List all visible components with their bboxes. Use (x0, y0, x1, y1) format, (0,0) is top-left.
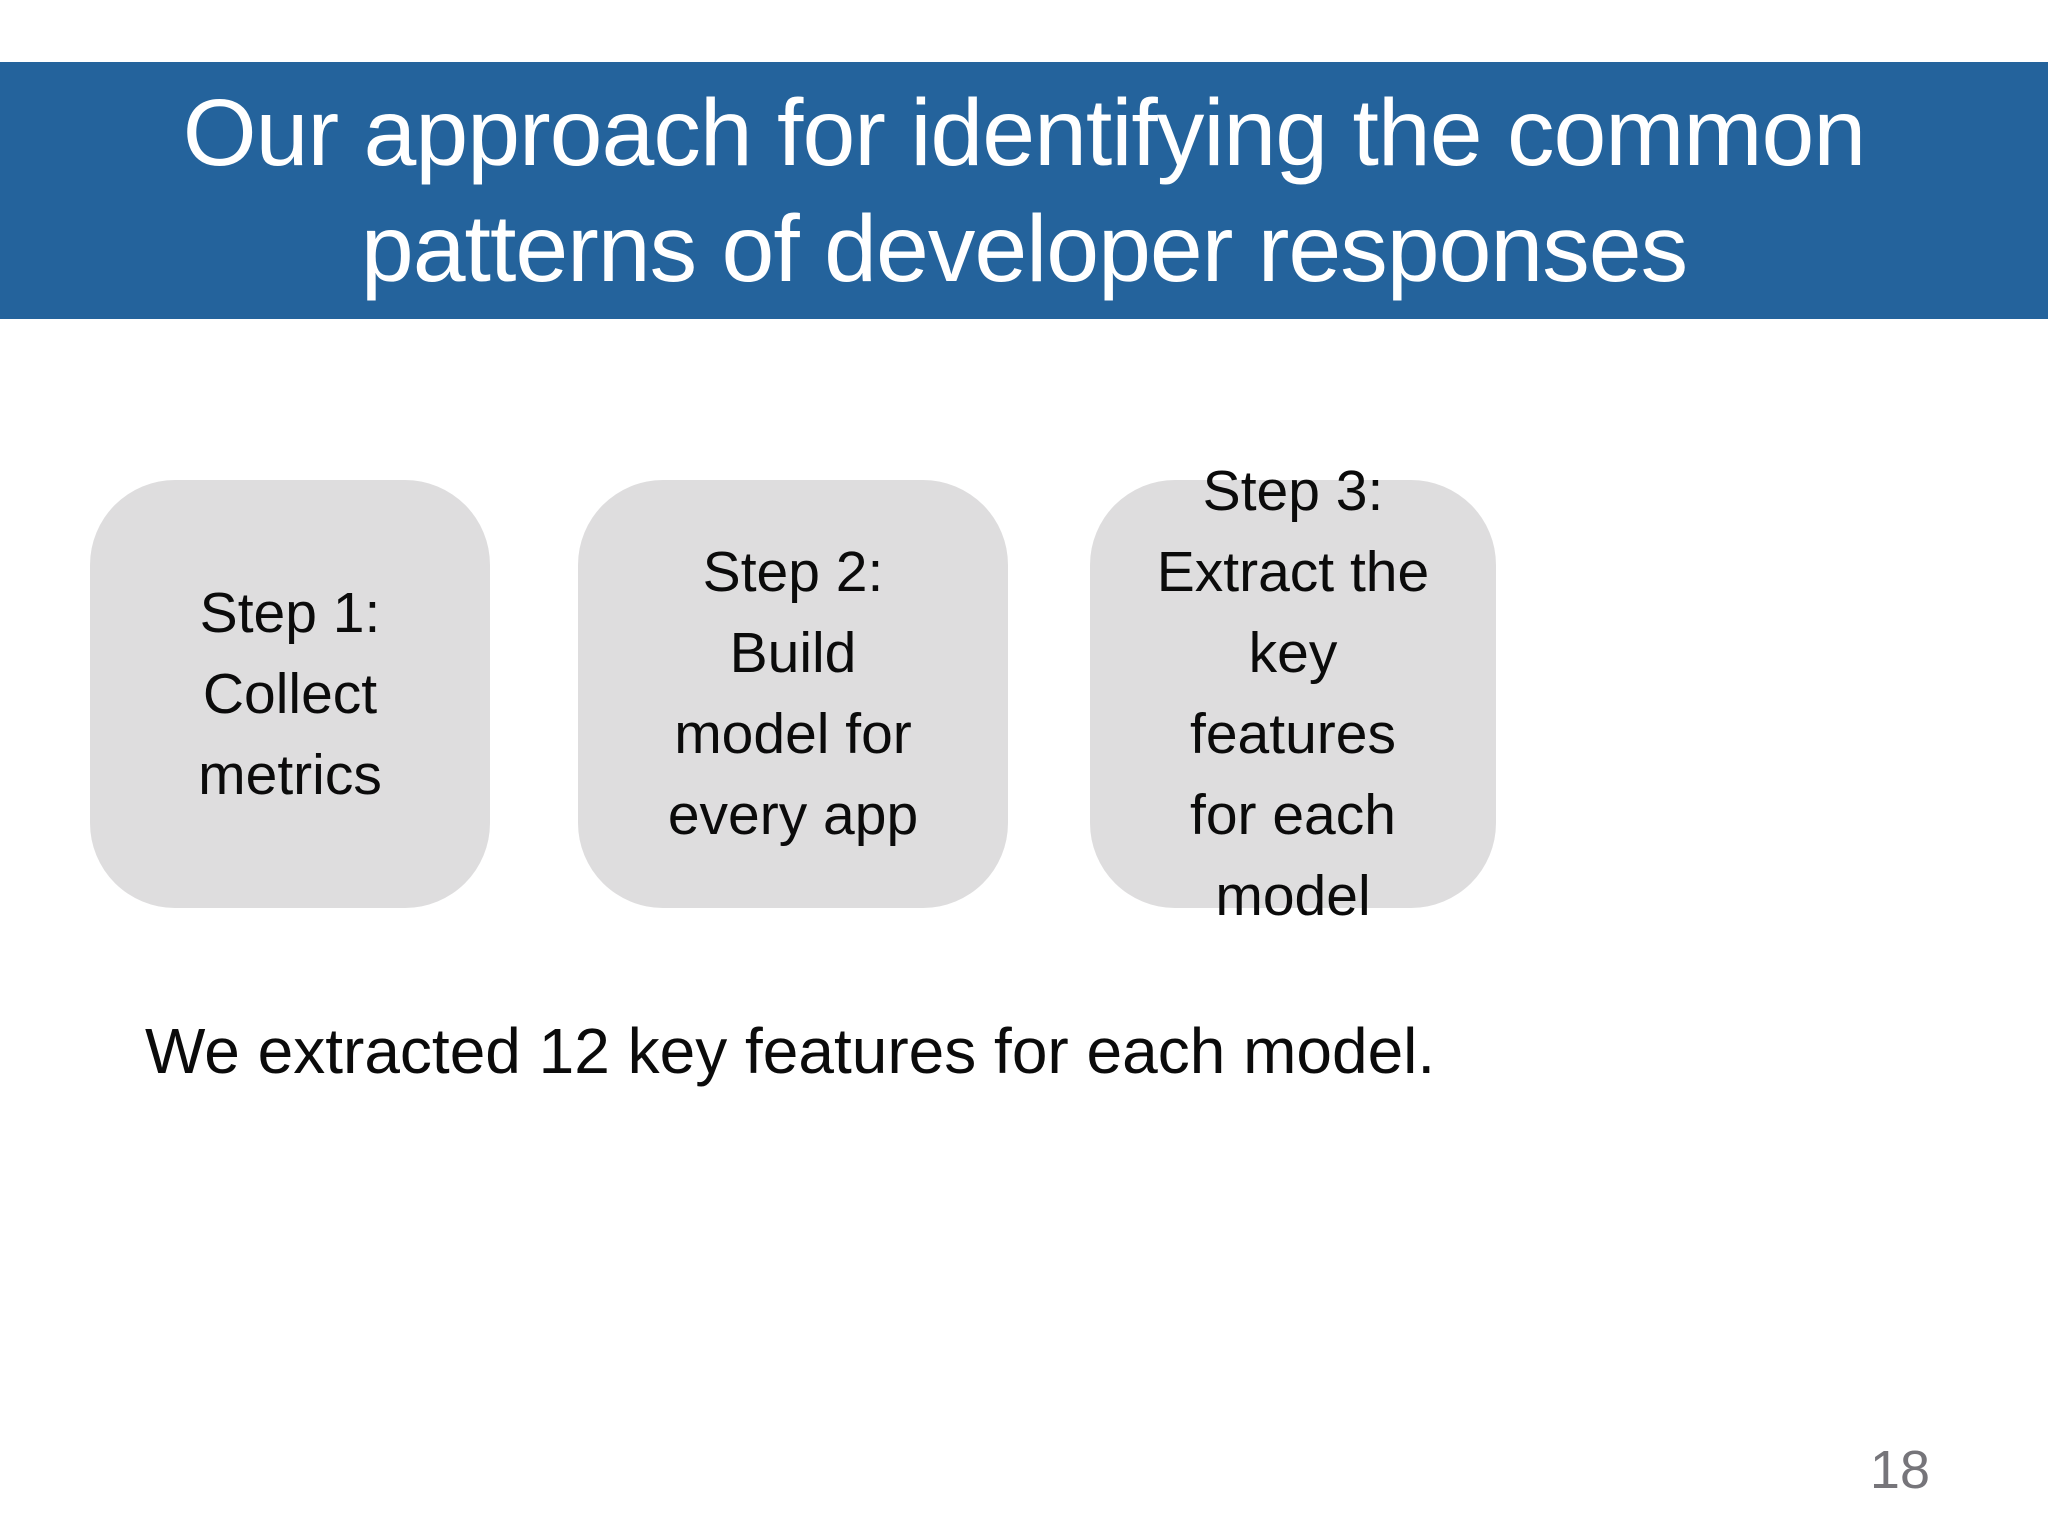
page-number: 18 (1869, 1440, 1930, 1500)
step-2-box: Step 2: Build model for every app (578, 480, 1008, 908)
title-banner: Our approach for identifying the common … (0, 62, 2048, 319)
step-3-text: Step 3: Extract the key features for eac… (1157, 451, 1429, 937)
step-2-line-1: Step 2: (702, 540, 884, 604)
step-1-box: Step 1: Collect metrics (90, 480, 490, 908)
step-1-line-3: metrics (198, 742, 382, 807)
slide-title-line-2: patterns of developer responses (360, 195, 1688, 302)
step-1-text: Step 1: Collect metrics (198, 573, 382, 816)
slide-title-line-1: Our approach for identifying the common (182, 79, 1866, 186)
step-3-line-5: for each (1190, 783, 1396, 847)
step-3-line-4: features (1190, 702, 1396, 766)
step-1-line-1: Step 1: (199, 580, 381, 645)
step-3-line-6: model (1215, 864, 1371, 928)
step-3-line-1: Step 3: (1202, 459, 1384, 523)
step-2-line-2: Build (729, 621, 857, 685)
key-finding-text: We extracted 12 key features for each mo… (145, 1015, 1436, 1087)
step-1-line-2: Collect (202, 661, 378, 726)
step-2-text: Step 2: Build model for every app (668, 532, 918, 856)
step-2-line-4: every app (667, 783, 919, 847)
step-3-line-2: Extract the (1156, 540, 1430, 604)
step-3-line-3: key (1248, 621, 1338, 685)
step-3-box: Step 3: Extract the key features for eac… (1090, 459, 1496, 928)
step-2-line-3: model for (674, 702, 912, 766)
